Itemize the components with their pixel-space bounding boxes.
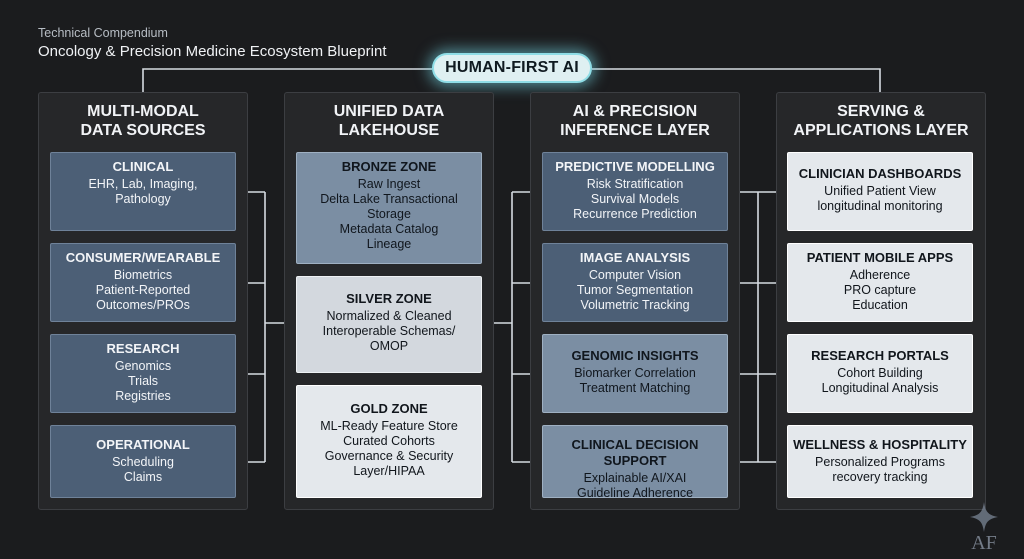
card-line: Metadata Catalog [339,222,439,236]
card-wellness-hospitality: WELLNESS & HOSPITALITY Personalized Prog… [787,425,973,498]
card-predictive-modelling: PREDICTIVE MODELLING Risk Stratification… [542,152,728,231]
card-title: CLINICIAN DASHBOARDS [798,166,962,181]
card-patient-mobile-apps: PATIENT MOBILE APPS Adherence PRO captur… [787,243,973,322]
card-clinical-decision-support: CLINICAL DECISION SUPPORT Explainable AI… [542,425,728,500]
card-title: PATIENT MOBILE APPS [806,250,954,265]
card-line: Normalized & Cleaned [326,309,452,323]
card-title: CLINICAL DECISION SUPPORT [571,437,699,468]
card-line: OMOP [369,339,409,353]
card-bronze-zone: BRONZE ZONE Raw Ingest Delta Lake Transa… [296,152,482,264]
card-line: Tumor Segmentation [576,283,694,297]
header-subtitle: Technical Compendium [38,26,168,40]
card-title: GENOMIC INSIGHTS [571,348,699,363]
card-line: recovery tracking [832,470,928,484]
card-line: Treatment Matching [579,381,691,395]
column-title: AI & PRECISION INFERENCE LAYER [531,102,739,140]
card-line: Survival Models [590,192,680,206]
header-title: Oncology & Precision Medicine Ecosystem … [38,43,387,60]
card-image-analysis: IMAGE ANALYSIS Computer Vision Tumor Seg… [542,243,728,322]
card-title: CONSUMER/WEARABLE [65,250,221,265]
column-title-line: UNIFIED DATA [333,103,445,120]
column-title-line: MULTI-MODAL [87,103,199,120]
card-title: CLINICAL [112,159,174,174]
card-line: Explainable AI/XAI [583,471,687,485]
card-line: Outcomes/PROs [96,298,190,312]
card-line: Longitudinal Analysis [821,381,939,395]
card-operational: OPERATIONAL Scheduling Claims [50,425,236,498]
column-title: MULTI-MODAL DATA SOURCES [39,102,247,140]
card-title: WELLNESS & HOSPITALITY [793,437,967,452]
card-line: Recurrence Prediction [573,207,697,221]
card-line: Personalized Programs [815,455,945,469]
card-line: Pathology [115,192,171,206]
card-line: Genomics [114,359,172,373]
card-title: BRONZE ZONE [341,159,437,174]
card-line: Unified Patient View [824,184,936,198]
card-line: Cohort Building [837,366,923,380]
card-line: Claims [123,470,163,484]
card-clinical: CLINICAL EHR, Lab, Imaging, Pathology [50,152,236,231]
card-line: Patient-Reported [95,283,191,297]
column-title-line: AI & PRECISION [572,103,698,120]
card-line: Trials [127,374,159,388]
column-title-line: LAKEHOUSE [338,122,440,139]
card-line: Governance & Security [324,449,454,463]
card-line: Computer Vision [588,268,682,282]
column-title: UNIFIED DATA LAKEHOUSE [285,102,493,140]
card-line: Layer/HIPAA [353,464,425,478]
card-research: RESEARCH Genomics Trials Registries [50,334,236,413]
card-line: Biomarker Correlation [574,366,696,380]
card-line: Scheduling [112,455,174,469]
card-title: IMAGE ANALYSIS [579,250,691,265]
card-line: Delta Lake Transactional [320,192,458,206]
card-genomic-insights: GENOMIC INSIGHTS Biomarker Correlation T… [542,334,728,413]
column-title-line: APPLICATIONS LAYER [793,122,969,139]
card-line: EHR, Lab, Imaging, [88,177,198,191]
card-title: RESEARCH PORTALS [811,348,949,363]
sparkle-logo-icon: AF [970,502,998,552]
card-line: longitudinal monitoring [817,199,943,213]
card-line: PRO capture [843,283,917,297]
card-line: Education [852,298,908,312]
column-title-line: DATA SOURCES [80,122,206,139]
card-line: Risk Stratification [586,177,684,191]
card-line: Interoperable Schemas/ [322,324,456,338]
card-research-portals: RESEARCH PORTALS Cohort Building Longitu… [787,334,973,413]
logo-text: AF [971,532,997,552]
card-consumer-wearable: CONSUMER/WEARABLE Biometrics Patient-Rep… [50,243,236,322]
human-first-ai-banner: HUMAN-FIRST AI [432,53,592,83]
card-line: Adherence [849,268,911,282]
card-title: GOLD ZONE [350,401,428,416]
card-gold-zone: GOLD ZONE ML-Ready Feature Store Curated… [296,385,482,498]
card-clinician-dashboards: CLINICIAN DASHBOARDS Unified Patient Vie… [787,152,973,231]
card-line: Raw Ingest [357,177,421,191]
card-line: Lineage [366,237,412,251]
card-title: RESEARCH [106,341,180,356]
card-silver-zone: SILVER ZONE Normalized & Cleaned Interop… [296,276,482,373]
card-line: Registries [115,389,171,403]
card-line: Biometrics [113,268,173,282]
card-title: OPERATIONAL [96,437,190,452]
column-title-line: SERVING & [837,103,925,120]
card-line: Curated Cohorts [343,434,435,448]
card-title: SILVER ZONE [346,291,432,306]
card-title: PREDICTIVE MODELLING [555,159,715,174]
column-title: SERVING & APPLICATIONS LAYER [777,102,985,140]
card-line: Guideline Adherence [576,486,694,500]
card-line: Storage [367,207,411,221]
column-title-line: INFERENCE LAYER [560,122,710,139]
card-line: Volumetric Tracking [580,298,690,312]
card-line: ML-Ready Feature Store [320,419,458,433]
